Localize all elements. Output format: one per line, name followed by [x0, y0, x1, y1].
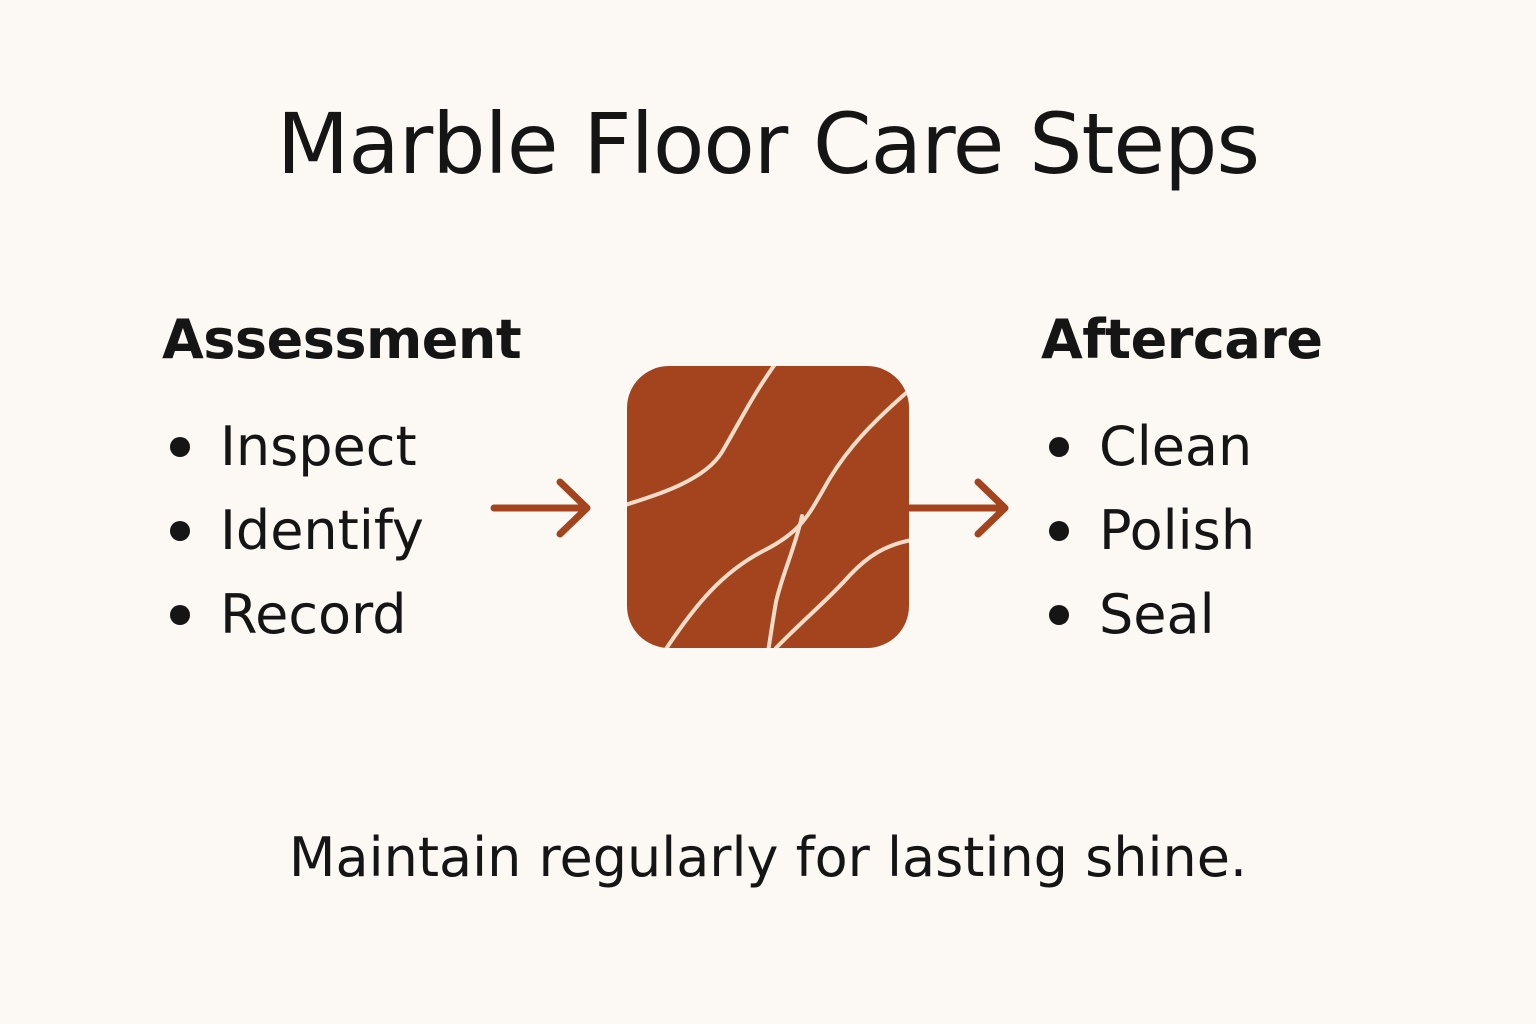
page-title: Marble Floor Care Steps [276, 95, 1260, 193]
assessment-heading: Assessment [162, 308, 522, 371]
aftercare-list: Clean Polish Seal [1041, 405, 1323, 657]
list-item-label: Clean [1099, 414, 1253, 478]
assessment-list: Inspect Identify Record [162, 405, 521, 657]
list-item-label: Seal [1099, 582, 1215, 646]
list-item-label: Record [220, 582, 407, 646]
list-item: Clean [1041, 405, 1323, 489]
list-item-label: Inspect [220, 414, 417, 478]
aftercare-heading: Aftercare [1041, 308, 1323, 371]
list-item: Inspect [162, 405, 521, 489]
list-item: Polish [1041, 489, 1323, 573]
marble-tile-icon [627, 366, 909, 648]
list-item-label: Identify [220, 498, 424, 562]
list-item: Identify [162, 489, 521, 573]
bullet-dot-icon [1049, 520, 1069, 541]
bullet-dot-icon [170, 436, 190, 457]
list-item: Record [162, 573, 521, 657]
arrow-right-icon [490, 478, 591, 538]
arrow-right-icon [905, 478, 1009, 538]
footer-caption: Maintain regularly for lasting shine. [288, 826, 1248, 889]
bullet-dot-icon [170, 520, 190, 541]
list-item: Seal [1041, 573, 1323, 657]
bullet-dot-icon [1049, 436, 1069, 457]
bullet-dot-icon [170, 604, 190, 625]
bullet-dot-icon [1049, 604, 1069, 625]
aftercare-section: Aftercare Clean Polish Seal [1041, 308, 1323, 657]
list-item-label: Polish [1099, 498, 1256, 562]
assessment-section: Assessment Inspect Identify Record [162, 308, 522, 657]
